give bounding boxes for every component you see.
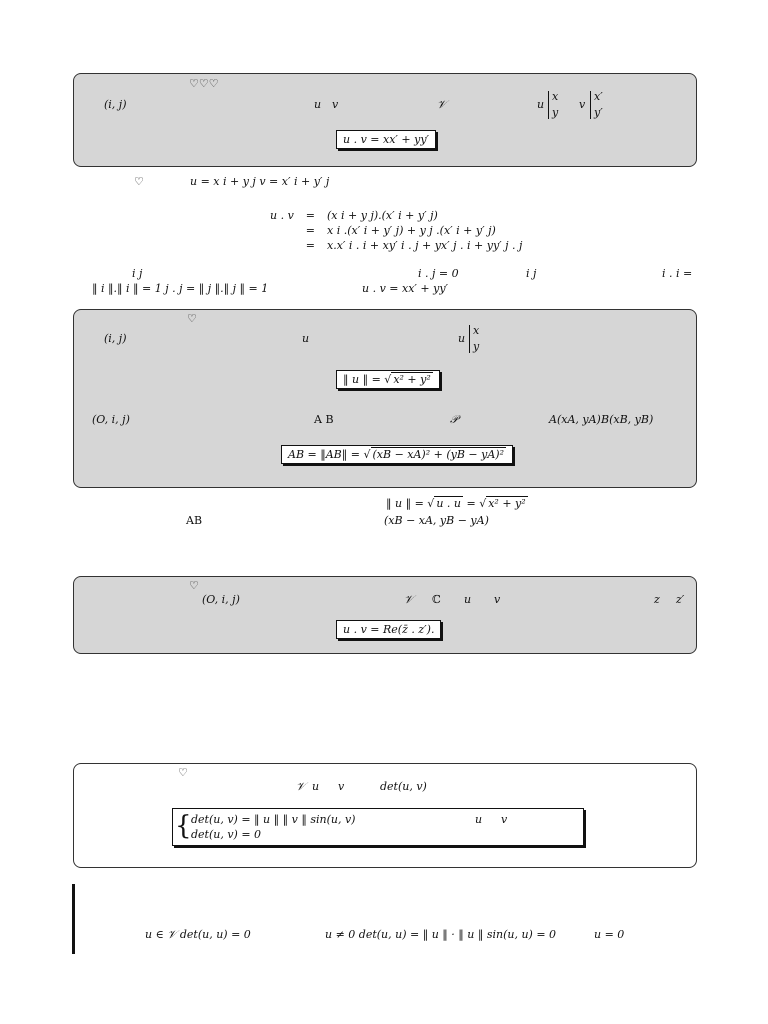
proof-unit-start: i . i = xyxy=(662,267,693,280)
norm-lhs: ‖ u ‖ = xyxy=(343,373,381,386)
difficulty-heart: ♡ xyxy=(178,766,188,779)
equation-op: = xyxy=(305,224,316,237)
case-2: det(u, v) = 0 xyxy=(191,828,262,841)
difficulty-heart: ♡ xyxy=(187,312,197,325)
norm-radicand: x² + y² xyxy=(391,372,433,386)
complex-z: z xyxy=(654,593,660,606)
proof-result: u . v = xx′ + yy′ xyxy=(362,282,449,295)
difficulty-heart: ♡ xyxy=(189,579,199,592)
equation-rhs: x.x′ i . i + xy′ i . j + yx′ j . i + yy′… xyxy=(327,239,523,252)
case-1-v: v xyxy=(501,813,508,826)
equation-lhs xyxy=(264,238,300,253)
sqrt-sign: √ xyxy=(479,497,487,510)
coords-v-vector: v xyxy=(579,98,586,111)
proof-orthogonal: i . j = 0 xyxy=(418,267,459,280)
complex-zp: z′ xyxy=(676,593,685,606)
plane-symbol: 𝒫 xyxy=(450,413,458,426)
norm-radicand-1: u . u xyxy=(434,496,463,510)
space-symbol: 𝒱 xyxy=(296,780,306,793)
sqrt-sign: √ xyxy=(363,448,371,461)
proof-basis-vectors: i j xyxy=(132,267,143,280)
point-b: B(xB, yB) xyxy=(601,413,654,426)
equation-rhs: (x i + y j).(x′ i + y′ j) xyxy=(327,209,438,222)
coords-u-bar xyxy=(548,91,549,119)
theorem-box-scalar-product: ♡♡♡ (i, j) u v 𝒱 u x y v x′ y′ u . v = x… xyxy=(73,73,697,167)
equation-lhs: u . v xyxy=(270,209,294,222)
formula-distance: AB = ‖AB‖ = √(xB − xA)² + (yB − yA)² xyxy=(281,445,514,464)
points-label: A B xyxy=(314,413,334,426)
frame-label: (O, i, j) xyxy=(202,593,240,606)
equation-op: = xyxy=(305,239,316,252)
equation-lhs xyxy=(264,223,300,238)
case-1: det(u, v) = ‖ u ‖ ‖ v ‖ sin(u, v) xyxy=(191,813,356,826)
basis-label: (i, j) xyxy=(104,98,127,111)
formula-scalar-product: u . v = xx′ + yy′ xyxy=(336,130,437,149)
vector-v: v xyxy=(494,593,501,606)
difficulty-hearts: ♡♡♡ xyxy=(189,77,219,90)
coords-v-x: x′ xyxy=(594,90,603,103)
theorem-box-complex: ♡ (O, i, j) 𝒱 ℂ u v z z′ u . v = Re(z̄ .… xyxy=(73,576,697,654)
proof-equation-array: u . v = (x i + y j).(x′ i + y′ j) = x i … xyxy=(264,208,528,253)
coords-v-bar xyxy=(590,91,591,119)
formula-norm: ‖ u ‖ = √x² + y² xyxy=(336,370,440,389)
coords-u-x: x xyxy=(552,90,559,103)
complex-symbol: ℂ xyxy=(432,593,441,606)
distance-lhs: AB = ‖AB‖ = xyxy=(288,448,360,461)
remark-part-2: u ≠ 0 det(u, u) = ‖ u ‖ · ‖ u ‖ sin(u, u… xyxy=(325,928,557,941)
proof-heart: ♡ xyxy=(134,175,144,188)
proof-unit-norms: ‖ i ‖.‖ i ‖ = 1 j . j = ‖ j ‖.‖ j ‖ = 1 xyxy=(92,282,269,295)
norm-lhs: ‖ u ‖ = xyxy=(386,497,424,510)
coords-v-y: y′ xyxy=(594,106,603,119)
left-brace: { xyxy=(175,811,192,841)
vector-ab-label: AB xyxy=(186,514,203,527)
equation-row: u . v = (x i + y j).(x′ i + y′ j) xyxy=(264,208,528,223)
theorem-box-determinant: ♡ 𝒱 u v det(u, v) { det(u, v) = ‖ u ‖ ‖ … xyxy=(73,763,697,868)
proof-basis-vectors-2: i j xyxy=(526,267,537,280)
coords-x: x xyxy=(473,324,480,337)
sqrt-sign: √ xyxy=(427,497,435,510)
space-symbol: 𝒱 xyxy=(404,593,414,606)
determinant-cases: { det(u, v) = ‖ u ‖ ‖ v ‖ sin(u, v) u v … xyxy=(172,808,584,846)
remark-part-3: u = 0 xyxy=(594,928,625,941)
case-1-u: u xyxy=(475,813,483,826)
vector-u: u xyxy=(302,332,310,345)
remark-part-1: u ∈ 𝒱 det(u, u) = 0 xyxy=(145,928,251,941)
point-a: A(xA, yA) xyxy=(549,413,601,426)
equation-rhs: x i .(x′ i + y′ j) + y j .(x′ i + y′ j) xyxy=(327,224,496,237)
sqrt-sign: √ xyxy=(384,373,392,386)
coords-u-y: y xyxy=(552,106,559,119)
space-symbol: 𝒱 xyxy=(437,98,447,111)
vector-u: u xyxy=(312,780,320,793)
norm-radicand-2: x² + y² xyxy=(486,496,528,510)
frame-label: (O, i, j) xyxy=(92,413,130,426)
vector-ab-coords: (xB − xA, yB − yA) xyxy=(384,514,489,527)
vector-u: u xyxy=(464,593,472,606)
equals-sign: = xyxy=(466,497,476,510)
formula-complex: u . v = Re(z̄ . z′). xyxy=(336,620,442,639)
equation-row: = x i .(x′ i + y′ j) + y j .(x′ i + y′ j… xyxy=(264,223,528,238)
vector-u: u xyxy=(314,98,322,111)
determinant-label: det(u, v) xyxy=(380,780,427,793)
coords-y: y xyxy=(473,340,480,353)
equation-row: = x.x′ i . i + xy′ i . j + yx′ j . i + y… xyxy=(264,238,528,253)
vector-v: v xyxy=(338,780,345,793)
remark-side-bar xyxy=(72,884,75,954)
distance-radicand: (xB − xA)² + (yB − yA)² xyxy=(370,447,507,461)
proof-vectors-line: u = x i + y j v = x′ i + y′ j xyxy=(190,175,330,188)
coords-u-bar xyxy=(469,325,470,353)
coords-u-vector: u xyxy=(537,98,545,111)
proof-norm-line: ‖ u ‖ = √u . u = √x² + y² xyxy=(386,496,528,510)
coords-u-vector: u xyxy=(458,332,466,345)
vector-v: v xyxy=(332,98,339,111)
theorem-box-norm-distance: ♡ (i, j) u u x y ‖ u ‖ = √x² + y² (O, i,… xyxy=(73,309,697,488)
equation-op: = xyxy=(305,209,316,222)
basis-label: (i, j) xyxy=(104,332,127,345)
